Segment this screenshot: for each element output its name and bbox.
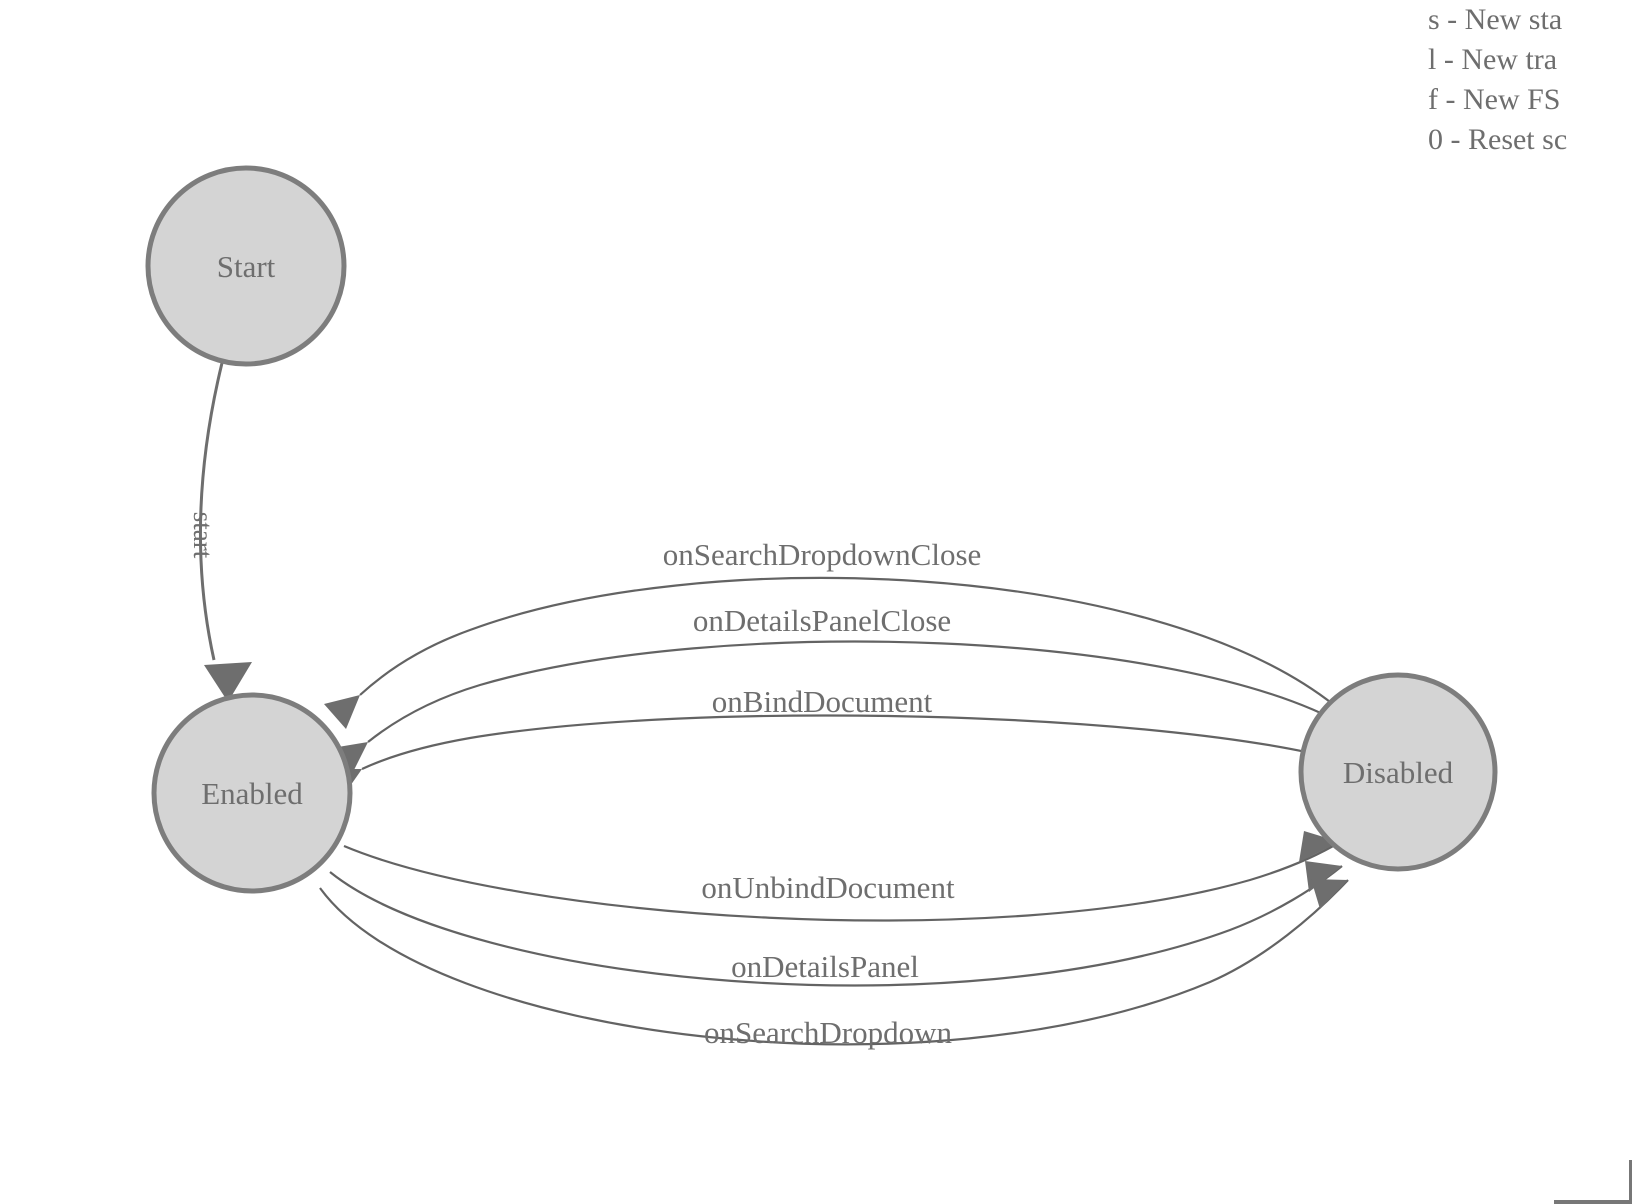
arrowhead-icon <box>1311 879 1348 909</box>
edge-start[interactable] <box>199 362 252 702</box>
edge-label-start: start <box>188 512 218 559</box>
edge-on-bind-document[interactable] <box>327 714 1341 799</box>
state-circle[interactable] <box>1298 672 1498 872</box>
edge-on-unbind-document[interactable] <box>343 831 1341 922</box>
edge-label-on-details-panel-close: onDetailsPanelClose <box>693 603 951 638</box>
state-node-start[interactable]: Start <box>145 165 347 367</box>
state-node-enabled[interactable]: Enabled <box>151 692 353 894</box>
arrowhead-icon <box>1299 831 1340 862</box>
state-node-disabled[interactable]: Disabled <box>1298 672 1498 872</box>
edge-label-on-unbind-document: onUnbindDocument <box>701 870 955 905</box>
edge-label-on-search-dropdown-close: onSearchDropdownClose <box>663 537 982 572</box>
arrowhead-icon <box>324 695 360 729</box>
keyboard-shortcuts-help: s - New sta l - New tra f - New FS 0 - R… <box>1428 0 1632 160</box>
shortcut-new-state: s - New sta <box>1428 3 1563 36</box>
edge-label-on-search-dropdown: onSearchDropdown <box>704 1015 952 1050</box>
state-label-start: Start <box>217 249 276 284</box>
shortcut-reset-scale: 0 - Reset sc <box>1428 123 1568 156</box>
arrowhead-icon <box>204 662 252 702</box>
edge-label-on-bind-document: onBindDocument <box>712 684 933 719</box>
edge-on-search-dropdown[interactable] <box>319 879 1349 1046</box>
state-label-disabled: Disabled <box>1343 755 1454 790</box>
shortcut-new-transition: l - New tra <box>1428 43 1558 76</box>
shortcut-new-fsm: f - New FS <box>1428 83 1561 116</box>
state-label-enabled: Enabled <box>201 776 303 811</box>
state-circle[interactable] <box>151 692 353 894</box>
edge-label-on-details-panel: onDetailsPanel <box>731 949 919 984</box>
state-circle[interactable] <box>145 165 347 367</box>
edge-on-search-dropdown-close[interactable] <box>324 576 1335 729</box>
